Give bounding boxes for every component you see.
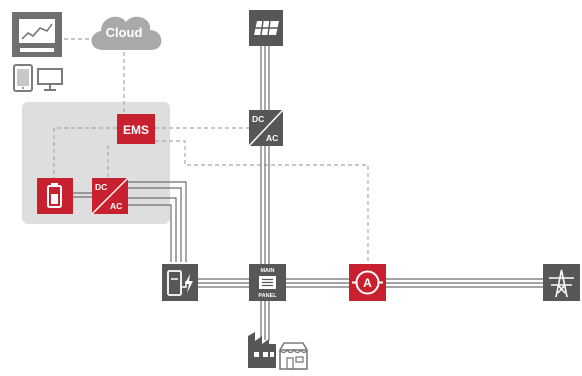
ems-label: EMS — [123, 123, 149, 137]
ems-controller: EMS — [117, 114, 155, 144]
desktop-icon — [37, 68, 63, 91]
main-panel-top-label: MAIN — [260, 268, 274, 274]
cloud-label: Cloud — [106, 25, 143, 40]
power-grid-tower-icon — [543, 264, 580, 301]
main-panel: MAIN PANEL — [249, 264, 286, 301]
cloud-icon: Cloud — [91, 16, 162, 50]
ev-charger-icon — [162, 264, 198, 301]
pv-inverter-dc-label: DC — [252, 114, 264, 124]
energy-meter-icon: A — [349, 264, 386, 301]
monitor-chart-icon — [12, 12, 62, 57]
meter-symbol: A — [363, 276, 372, 290]
battery-inverter: DC AC — [91, 177, 129, 215]
pv-inverter: DC AC — [248, 109, 284, 147]
factory-icon — [248, 332, 276, 368]
power-wires — [73, 46, 543, 340]
shop-icon — [279, 342, 308, 370]
battery-inverter-dc-label: DC — [95, 182, 107, 192]
battery-icon — [37, 178, 73, 214]
battery-inverter-ac-label: AC — [110, 201, 122, 211]
pv-inverter-ac-label: AC — [266, 133, 278, 143]
main-panel-bottom-label: PANEL — [258, 293, 277, 299]
solar-panel-icon — [249, 10, 283, 46]
tablet-icon — [13, 64, 33, 92]
